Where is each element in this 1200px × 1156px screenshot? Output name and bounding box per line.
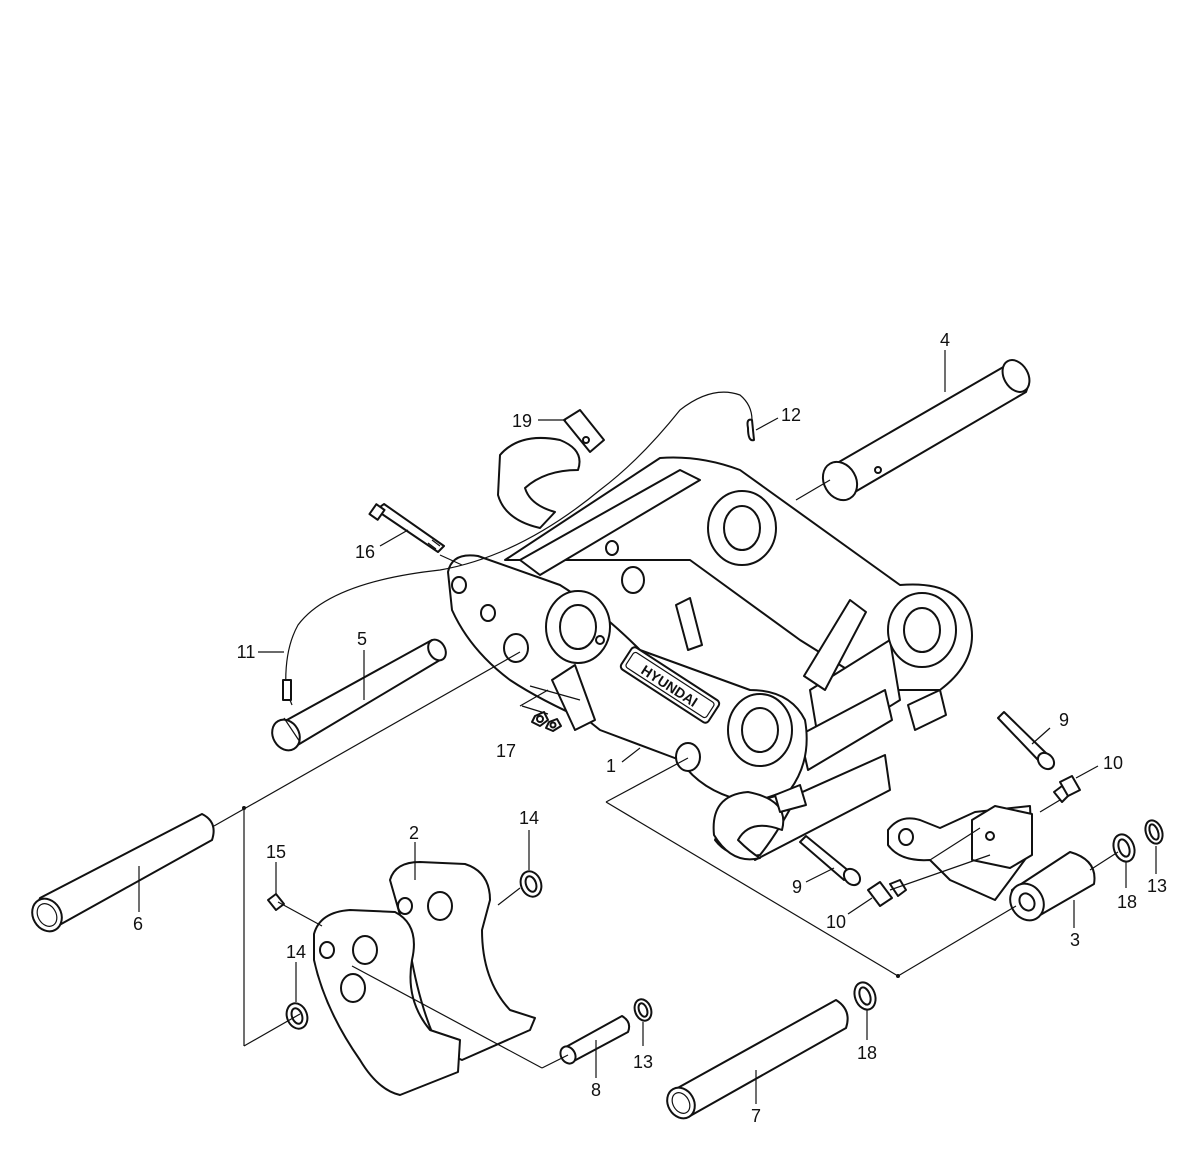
part-10-fitting-lower	[867, 879, 907, 907]
callout-2: 2	[409, 823, 419, 843]
part-9-pin-upper	[997, 711, 1056, 771]
callout-7: 7	[751, 1106, 761, 1126]
part-3-cylinder	[887, 805, 1096, 922]
part-9-pin-lower	[799, 835, 862, 887]
callout-6: 6	[133, 914, 143, 934]
part-1-coupler-frame: HYUNDAI	[447, 436, 973, 861]
callout-16: 16	[355, 542, 375, 562]
callout-12: 12	[781, 405, 801, 425]
part-4-pin	[821, 359, 1031, 502]
callout-10-lower: 10	[826, 912, 846, 932]
callout-14-lower: 14	[286, 942, 306, 962]
callout-19: 19	[512, 411, 532, 431]
part-5-pin	[271, 638, 447, 752]
callout-13-lower: 13	[633, 1052, 653, 1072]
callout-4: 4	[940, 330, 950, 350]
assembly-lines	[213, 479, 1119, 1069]
callout-9-upper: 9	[1059, 710, 1069, 730]
callout-15: 15	[266, 842, 286, 862]
callout-1: 1	[606, 756, 616, 776]
part-10-fitting-upper	[1053, 775, 1081, 803]
part-12-clip	[746, 418, 755, 442]
callout-13-right: 13	[1147, 876, 1167, 896]
callout-14-upper: 14	[519, 808, 539, 828]
callout-9-lower: 9	[792, 877, 802, 897]
lanyard-end	[282, 679, 292, 701]
callout-18-right: 18	[1117, 892, 1137, 912]
callout-10-upper: 10	[1103, 753, 1123, 773]
callout-5: 5	[357, 629, 367, 649]
callout-17: 17	[496, 741, 516, 761]
callout-11: 11	[237, 642, 256, 662]
part-2-link-plates	[313, 861, 536, 1096]
part-15-grease-nipple	[267, 893, 285, 911]
callout-8: 8	[591, 1080, 601, 1100]
part-6-pin	[31, 813, 215, 933]
callout-18-lower: 18	[857, 1043, 877, 1063]
part-7-pin	[666, 999, 849, 1120]
part-8-pin	[559, 1015, 631, 1065]
part-17-nuts	[531, 711, 562, 732]
part-11-lanyard-wire	[285, 391, 753, 691]
part-16-bolt	[368, 503, 445, 553]
callout-labels: 4 19 12 16 11 5 17 1 9 10 9 10 14 2 15 1…	[133, 330, 1167, 1126]
callout-leaders	[138, 350, 1157, 1104]
callout-3: 3	[1070, 930, 1080, 950]
part-19-bracket	[563, 409, 605, 453]
